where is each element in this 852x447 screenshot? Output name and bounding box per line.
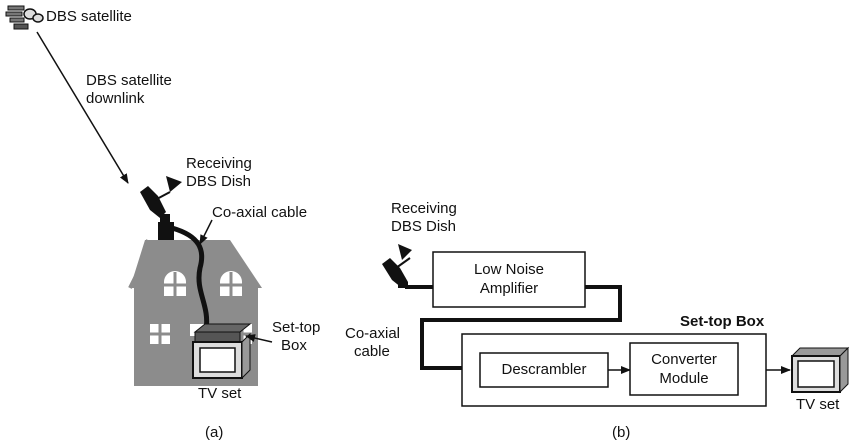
satellite-icon [5,5,44,30]
cable-lna-to-settop [420,285,622,370]
lna-label-line1: Low Noise [473,261,545,278]
downlink-label-line2: downlink [86,90,145,107]
coaxial-cable-a [171,225,210,331]
settop-label-a-line1: Set-top [272,319,321,336]
lna-label-line2: Amplifier [479,280,539,297]
cable-label-b-line2: cable [354,343,390,360]
descrambler-label: Descrambler [501,361,587,378]
tv-set-icon-a [192,323,252,380]
dish-label-b-line2: DBS Dish [391,218,457,235]
dish-icon-a [140,176,182,224]
converter-label-line1: Converter [651,351,717,368]
tv-label-a: TV set [198,385,242,402]
satellite-label: DBS satellite [46,8,132,25]
downlink-arrow [36,31,129,184]
settop-label-a-line2: Box [281,337,307,354]
dish-label-b-line1: Receiving [391,200,457,217]
house-illustration [128,222,262,386]
settop-pointer-arrow [245,334,273,343]
dish-label-a-line2: DBS Dish [186,173,252,190]
downlink-label-line1: DBS satellite [86,72,172,89]
converter-box [629,342,739,396]
converter-label-line2: Module [659,370,709,387]
dish-icon-b [382,244,412,288]
caption-b: (b) [612,424,631,441]
cable-pointer-arrow [199,219,213,245]
dish-label-a-line1: Receiving [186,155,252,172]
cable-label-a: Co-axial cable [212,204,308,221]
cable-label-b-line1: Co-axial [345,325,401,342]
caption-a: (a) [205,424,224,441]
tv-set-icon-b [790,346,850,394]
settop-title: Set-top Box [680,313,765,330]
lna-box [432,251,586,308]
tv-label-b: TV set [796,396,840,413]
